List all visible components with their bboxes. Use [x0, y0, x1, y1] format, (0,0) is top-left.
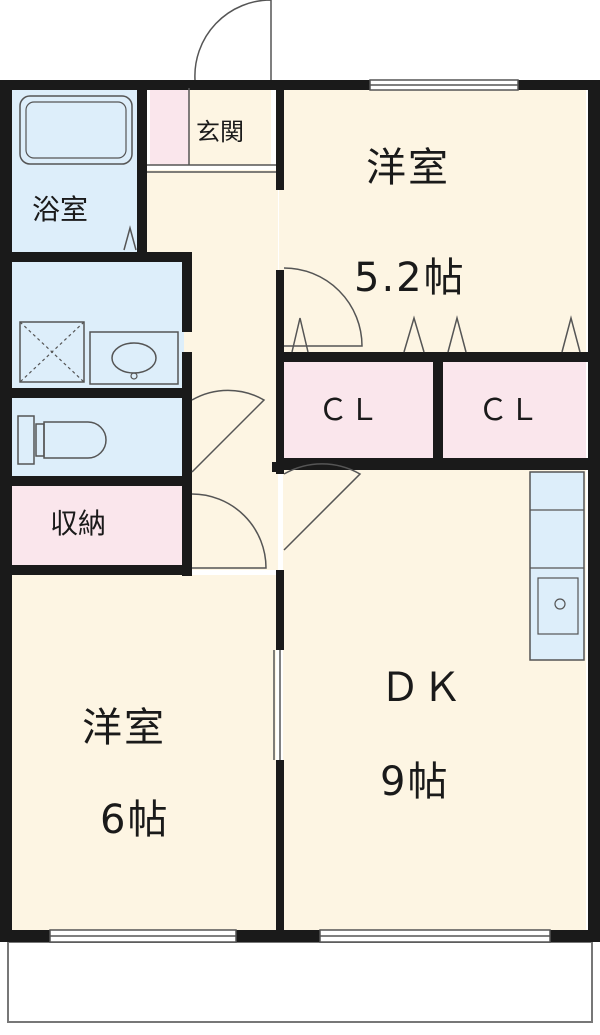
dk-door-swing — [283, 463, 362, 551]
closet-left-label: ＣＬ — [318, 393, 380, 428]
toilet-door-swing — [191, 389, 266, 473]
kitchen-counter — [529, 471, 585, 661]
wash-basin — [89, 331, 179, 385]
western-room-north-name: 洋室 — [366, 145, 450, 191]
western-room-north-floor — [279, 88, 586, 354]
toilet-floor — [12, 398, 184, 476]
dining-kitchen-size: 9帖 — [380, 759, 450, 805]
western-room-south-name: 洋室 — [82, 705, 166, 751]
bathtub-inner — [25, 101, 127, 159]
washing-machine-pan — [19, 321, 85, 383]
western-room-north-size: 5.2帖 — [354, 255, 466, 301]
storage-floor — [12, 486, 184, 565]
bath-door — [123, 225, 137, 251]
entrance-step — [150, 88, 189, 165]
entrance-door-swing — [194, 0, 272, 81]
entrance-label: 玄関 — [196, 118, 244, 146]
closet-left-floor — [283, 360, 433, 460]
washroom-floor — [12, 262, 184, 388]
dining-kitchen-name: ＤＫ — [380, 665, 464, 711]
closet-folding-doors — [291, 315, 581, 353]
toilet — [17, 415, 107, 465]
entrance-floor — [189, 88, 271, 165]
western-room-south-size: 6帖 — [100, 797, 170, 843]
north-room-door-swing — [283, 267, 363, 347]
south-room-door-swing — [191, 493, 267, 569]
storage-label: 収納 — [50, 507, 107, 540]
bathtub — [19, 95, 133, 165]
balcony — [7, 941, 593, 1023]
western-room-south-floor — [12, 575, 276, 930]
closet-right-label: ＣＬ — [478, 393, 540, 428]
closet-right-floor — [443, 360, 586, 460]
bathroom-label: 浴室 — [32, 193, 89, 226]
